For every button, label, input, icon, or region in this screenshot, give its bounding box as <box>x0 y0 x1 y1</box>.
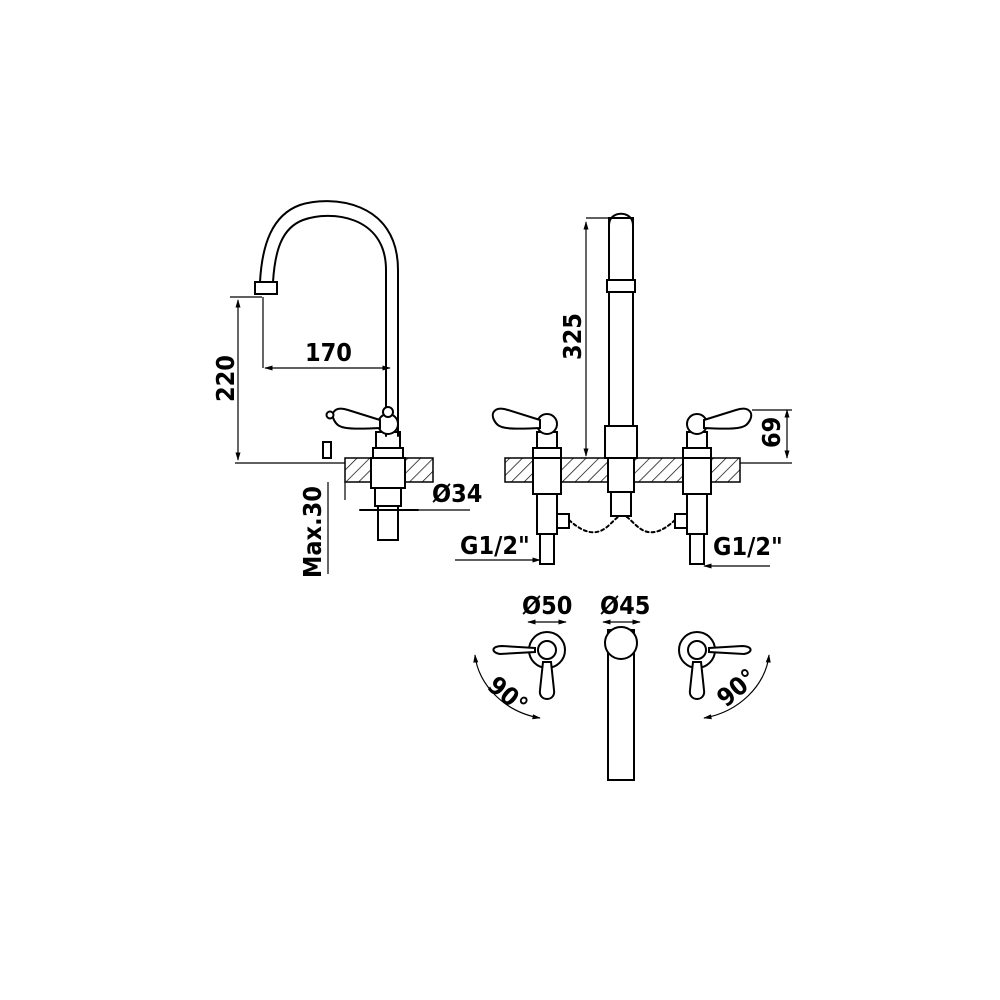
dim-rotation-right: 90° <box>711 663 762 713</box>
front-spout-tube <box>608 217 634 427</box>
side-handle <box>331 407 381 430</box>
dim-inlet-left: G1/2" <box>460 531 530 560</box>
top-handle-left-b <box>538 661 556 700</box>
side-view <box>230 200 470 574</box>
top-handle-right-a <box>708 644 752 656</box>
dim-spout-reach: 170 <box>305 338 352 367</box>
top-view <box>473 619 771 781</box>
dim-handle-height: 69 <box>757 417 786 448</box>
top-handle-right-b <box>688 661 706 700</box>
dim-max-thickness: Max.30 <box>298 486 327 578</box>
dim-spout-base-dia: Ø45 <box>600 591 650 620</box>
side-spout-outer <box>259 200 399 437</box>
dim-rotation-left: 90° <box>482 670 533 720</box>
top-handle-left-a <box>492 644 536 656</box>
side-spout-inner <box>272 214 387 437</box>
dim-valve-dia: Ø50 <box>522 591 572 620</box>
front-handle-left <box>491 407 541 430</box>
dim-inlet-right: G1/2" <box>713 532 783 561</box>
dim-spout-height: 220 <box>211 355 240 402</box>
dim-total-height: 325 <box>558 313 587 360</box>
dim-hole-dia: Ø34 <box>432 479 482 508</box>
side-nut <box>370 457 406 489</box>
front-view <box>455 212 792 569</box>
front-handle-right <box>703 407 753 430</box>
